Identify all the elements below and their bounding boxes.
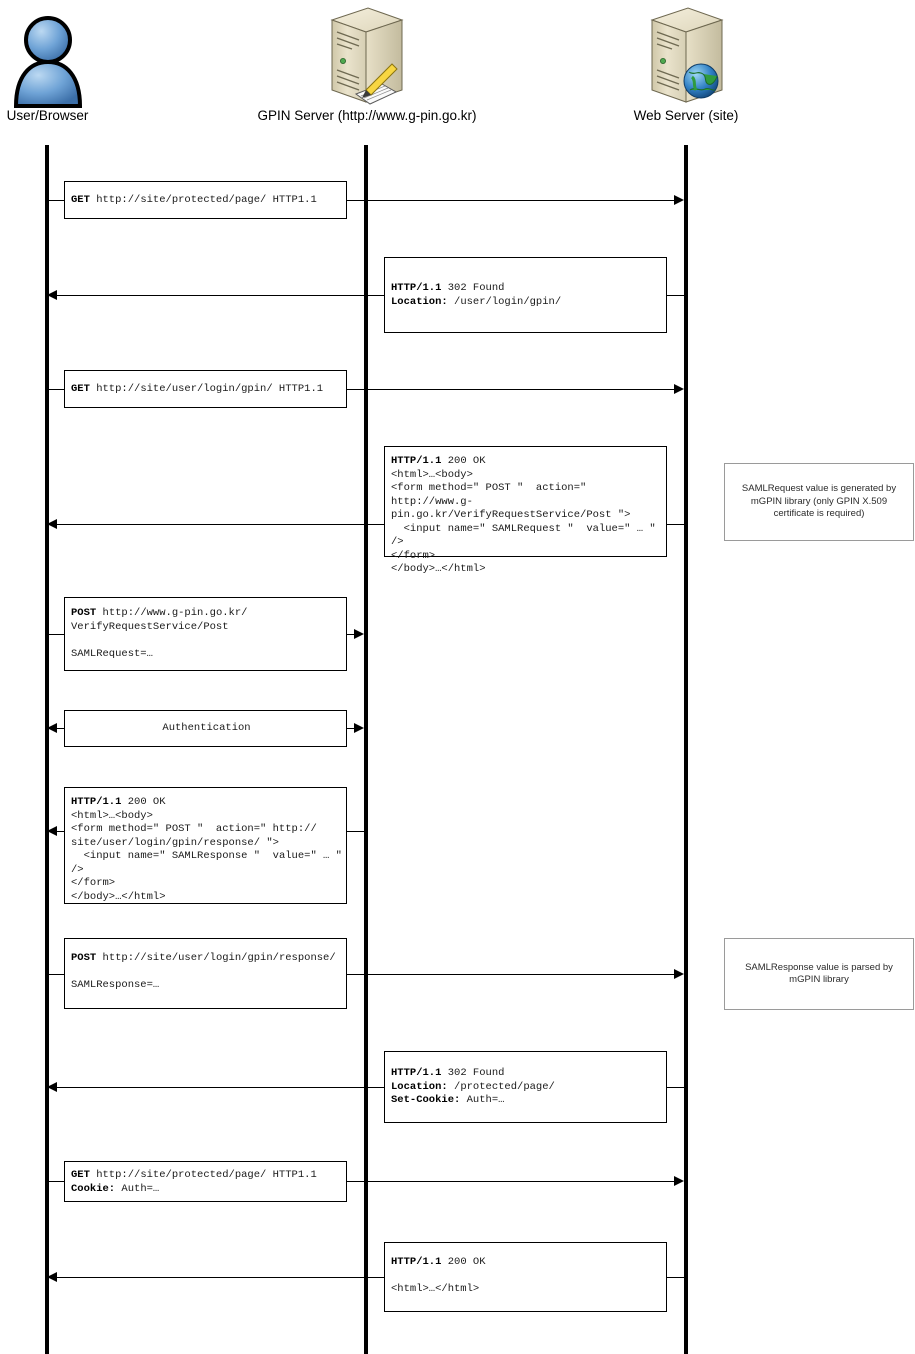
note-samlresponse: SAMLResponse value is parsed by mGPIN li… — [724, 938, 914, 1010]
lifeline-user — [45, 145, 49, 1354]
actor-label-gpin: GPIN Server (http://www.g-pin.go.kr) — [257, 108, 477, 123]
message-box-m6: Authentication — [64, 710, 347, 747]
arrow-line-m2 — [57, 295, 686, 297]
server-globe-icon — [646, 6, 728, 109]
arrowhead-m9 — [47, 1082, 57, 1092]
note-text-2: SAMLResponse value is parsed by mGPIN li… — [745, 961, 893, 986]
message-box-m5: POST http://www.g-pin.go.kr/ VerifyReque… — [64, 597, 347, 671]
message-box-m7: HTTP/1.1 200 OK <html>…<body> <form meth… — [64, 787, 347, 904]
message-text-m7: HTTP/1.1 200 OK <html>…<body> <form meth… — [71, 796, 342, 903]
note-samlrequest: SAMLRequest value is generated by mGPIN … — [724, 463, 914, 541]
arrow-line-m3 — [47, 389, 674, 391]
arrow-line-m11 — [57, 1277, 686, 1279]
arrowhead-m3 — [674, 384, 684, 394]
message-text-m3: GET http://site/user/login/gpin/ HTTP1.1 — [71, 383, 324, 395]
message-text-m10: GET http://site/protected/page/ HTTP1.1 … — [71, 1169, 317, 1195]
arrowhead-m10 — [674, 1176, 684, 1186]
actor-label-user: User/Browser — [6, 108, 89, 123]
message-text-m2: HTTP/1.1 302 Found Location: /user/login… — [391, 282, 562, 308]
arrowhead-m7 — [47, 826, 57, 836]
actor-label-web: Web Server (site) — [633, 108, 739, 123]
message-box-m2: HTTP/1.1 302 Found Location: /user/login… — [384, 257, 667, 333]
message-box-m10: GET http://site/protected/page/ HTTP1.1 … — [64, 1161, 347, 1202]
message-text-m6: Authentication — [162, 722, 251, 734]
arrowhead-m2 — [47, 290, 57, 300]
arrow-line-m10 — [47, 1181, 674, 1183]
message-box-m3: GET http://site/user/login/gpin/ HTTP1.1 — [64, 370, 347, 408]
lifeline-web — [684, 145, 688, 1354]
message-text-m1: GET http://site/protected/page/ HTTP1.1 — [71, 194, 317, 206]
arrow-line-m8 — [47, 974, 674, 976]
message-text-m4: HTTP/1.1 200 OK <html>…<body> <form meth… — [391, 455, 656, 575]
user-icon — [8, 14, 88, 109]
message-box-m8: POST http://site/user/login/gpin/respons… — [64, 938, 347, 1009]
server-pen-icon — [326, 6, 408, 109]
message-box-m1: GET http://site/protected/page/ HTTP1.1 — [64, 181, 347, 219]
message-text-m11: HTTP/1.1 200 OK ​ <html>…</html> — [391, 1256, 486, 1295]
arrowhead-m6-left — [47, 723, 57, 733]
arrowhead-m1 — [674, 195, 684, 205]
message-text-m5: POST http://www.g-pin.go.kr/ VerifyReque… — [71, 607, 248, 660]
arrowhead-m5 — [354, 629, 364, 639]
arrowhead-m8 — [674, 969, 684, 979]
arrow-line-m1 — [47, 200, 674, 202]
arrowhead-m11 — [47, 1272, 57, 1282]
lifeline-gpin — [364, 145, 368, 1354]
message-box-m9: HTTP/1.1 302 Found Location: /protected/… — [384, 1051, 667, 1123]
arrow-line-m9 — [57, 1087, 686, 1089]
message-box-m4: HTTP/1.1 200 OK <html>…<body> <form meth… — [384, 446, 667, 575]
arrowhead-m6-right — [354, 723, 364, 733]
message-text-m8: POST http://site/user/login/gpin/respons… — [71, 952, 336, 991]
arrow-line-m4 — [57, 524, 686, 526]
note-text-1: SAMLRequest value is generated by mGPIN … — [741, 483, 897, 520]
arrowhead-m4 — [47, 519, 57, 529]
message-box-m11: HTTP/1.1 200 OK ​ <html>…</html> — [384, 1242, 667, 1312]
message-text-m9: HTTP/1.1 302 Found Location: /protected/… — [391, 1067, 555, 1106]
